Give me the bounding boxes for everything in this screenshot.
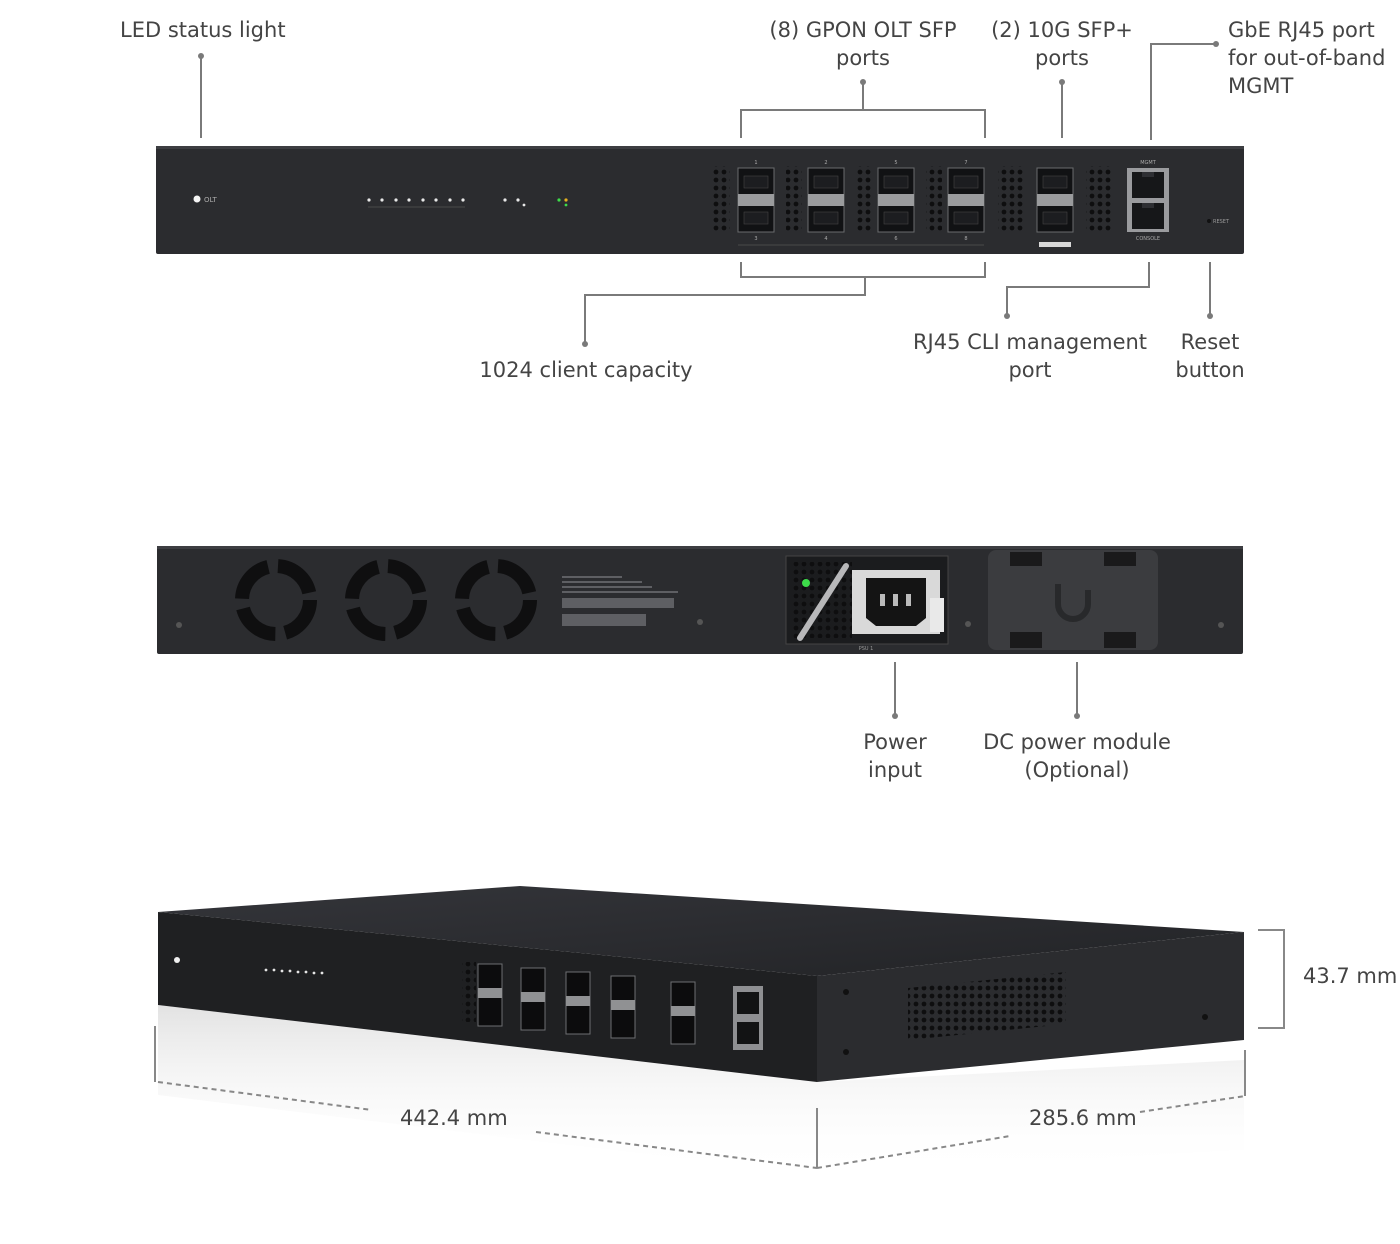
isometric-view <box>158 886 1244 1175</box>
gpon-port-number: 4 <box>824 236 827 242</box>
fan-icon <box>455 559 537 641</box>
reset-hole-icon <box>1207 219 1211 223</box>
front-panel: OLT <box>156 146 1244 254</box>
dimension-lines <box>154 929 1285 1168</box>
dc-module-label: DC power module(Optional) <box>983 730 1171 782</box>
ubiquiti-logo-icon <box>1055 584 1091 622</box>
gpon-port-number: 8 <box>964 236 967 242</box>
olt-led-icon <box>193 195 201 203</box>
psu-led-icon <box>802 579 810 587</box>
psu-text: PSU 1 <box>859 646 874 652</box>
width-dimension-label: 442.4 mm <box>400 1106 508 1130</box>
gpon-port-number: 1 <box>754 160 757 166</box>
sfp-cage <box>807 167 845 233</box>
fan-icon <box>235 559 317 641</box>
gpon-port-number: 5 <box>894 160 897 166</box>
psu-bay: PSU 1 <box>785 555 949 652</box>
port-led-row <box>367 198 568 207</box>
dimension-dashed <box>157 1081 1246 1169</box>
front-leader-dots <box>198 41 1219 347</box>
console-text: CONSOLE <box>1136 236 1160 242</box>
gpon-port-number: 3 <box>754 236 757 242</box>
sfp-plus-ports <box>1036 167 1074 247</box>
rj45-ports <box>1127 168 1169 232</box>
sfp-cage <box>877 167 915 233</box>
depth-dimension-label: 285.6 mm <box>1029 1106 1137 1130</box>
rear-leader-lines <box>894 662 1078 716</box>
rear-panel: PSU 1 <box>157 546 1243 654</box>
fan-icon <box>345 559 427 641</box>
gpon-port-number: 2 <box>824 160 827 166</box>
sfp-plus-ports-label: (2) 10G SFP+ports <box>991 18 1133 70</box>
front-leader-lines <box>200 43 1216 344</box>
dc-power-module <box>988 550 1158 650</box>
gpon-sfp-ports <box>737 167 985 233</box>
gpon-port-number: 7 <box>964 160 967 166</box>
sfp-cage <box>947 167 985 233</box>
led-status-label: LED status light <box>120 18 286 42</box>
regulatory-marks-icon <box>562 576 678 626</box>
reset-text: RESET <box>1213 219 1230 225</box>
mgmt-text: MGMT <box>1140 160 1157 166</box>
sfp-cage <box>737 167 775 233</box>
height-dimension-label: 43.7 mm <box>1303 964 1398 988</box>
client-capacity-label: 1024 client capacity <box>479 358 693 382</box>
gpon-port-number: 6 <box>894 236 897 242</box>
olt-led-text: OLT <box>204 196 217 204</box>
